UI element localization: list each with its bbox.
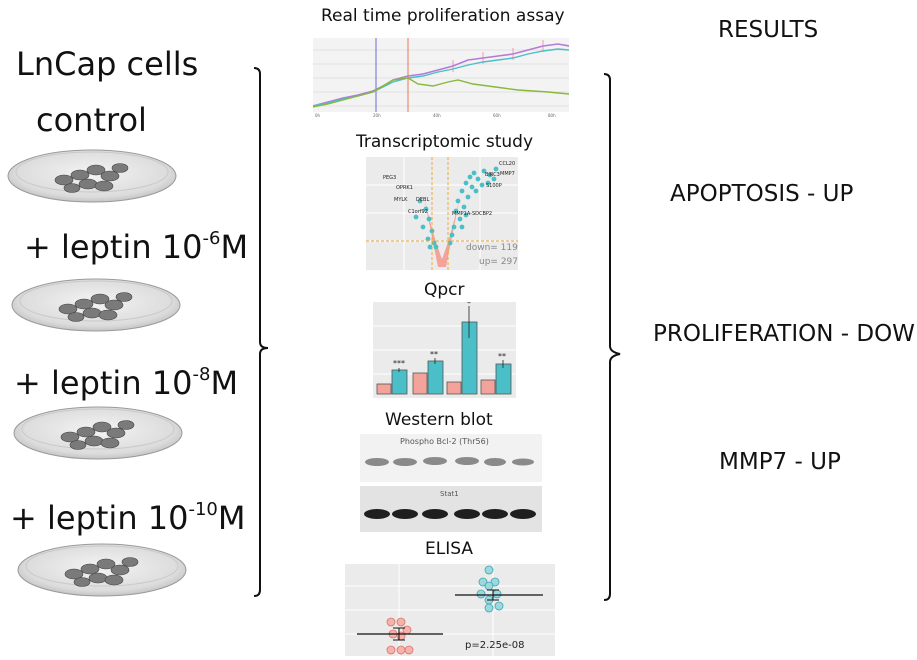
gene-label: MYLK: [394, 197, 408, 203]
volcano-down-count: down= 119: [466, 243, 518, 253]
result-proliferation: PROLIFERATION - DOWN: [653, 321, 917, 347]
gene-label: DEBL: [416, 197, 429, 203]
svg-text:20h: 20h: [373, 113, 381, 118]
proliferation-chart: 0h 20h 40h 60h 80h: [313, 38, 569, 118]
method-elisa-title: ELISA: [425, 539, 473, 559]
method-qpcr-title: Qpcr: [424, 280, 465, 300]
petri-dish-1: [7, 149, 177, 203]
qpcr-significance: **: [430, 350, 438, 359]
elisa-pvalue: p=2.25e-08: [465, 640, 524, 651]
svg-text:60h: 60h: [493, 113, 501, 118]
method-transcriptomic-title: Transcriptomic study: [356, 132, 534, 152]
gene-label: MMP1A-SDCBP2: [452, 211, 492, 217]
elisa-chart: p=2.25e-08: [345, 564, 555, 656]
gene-label: S100P: [486, 183, 502, 189]
condition-control-label: control: [36, 101, 147, 139]
cell-line-label: LnCap cells: [16, 45, 199, 83]
western-blot: Phospho Bcl-2 (Thr56) Stat1: [360, 434, 542, 532]
qpcr-significance: **: [498, 352, 506, 361]
results-title: RESULTS: [718, 17, 819, 43]
qpcr-significance: *: [467, 302, 471, 308]
volcano-plot: CCL20 MMP7 BIRC3 S100P PEG3 OPRK1 MYLK D…: [366, 157, 518, 270]
method-western-title: Western blot: [385, 410, 493, 430]
blot-bottom-label: Stat1: [440, 490, 459, 498]
gene-label: OPRK1: [396, 185, 413, 191]
qpcr-significance: ***: [393, 359, 405, 368]
gene-label: CCL20: [499, 161, 515, 167]
gene-label: MMP7: [500, 171, 515, 177]
left-bracket: [253, 67, 269, 597]
petri-dish-4: [17, 543, 187, 597]
svg-text:40h: 40h: [433, 113, 441, 118]
result-mmp7: MMP7 - UP: [719, 449, 841, 475]
condition-leptin-6-label: + leptin 10-6M: [24, 228, 249, 266]
gene-label: BIRC3: [485, 172, 500, 178]
petri-dish-3: [13, 406, 183, 460]
svg-text:0h: 0h: [315, 113, 321, 118]
gene-label: C1orf92: [408, 209, 428, 215]
petri-dishes: [7, 149, 187, 597]
petri-dish-2: [11, 278, 181, 332]
right-bracket: [603, 73, 621, 601]
qpcr-chart: *** ** * **: [373, 302, 516, 398]
condition-leptin-10-label: + leptin 10-10M: [10, 499, 246, 537]
svg-text:80h: 80h: [548, 113, 556, 118]
volcano-up-count: up= 297: [479, 257, 518, 267]
method-proliferation-title: Real time proliferation assay: [321, 6, 565, 26]
gene-label: PEG3: [383, 175, 396, 181]
blot-top-label: Phospho Bcl-2 (Thr56): [400, 437, 489, 446]
condition-leptin-8-label: + leptin 10-8M: [14, 364, 239, 402]
result-apoptosis: APOPTOSIS - UP: [670, 181, 854, 207]
